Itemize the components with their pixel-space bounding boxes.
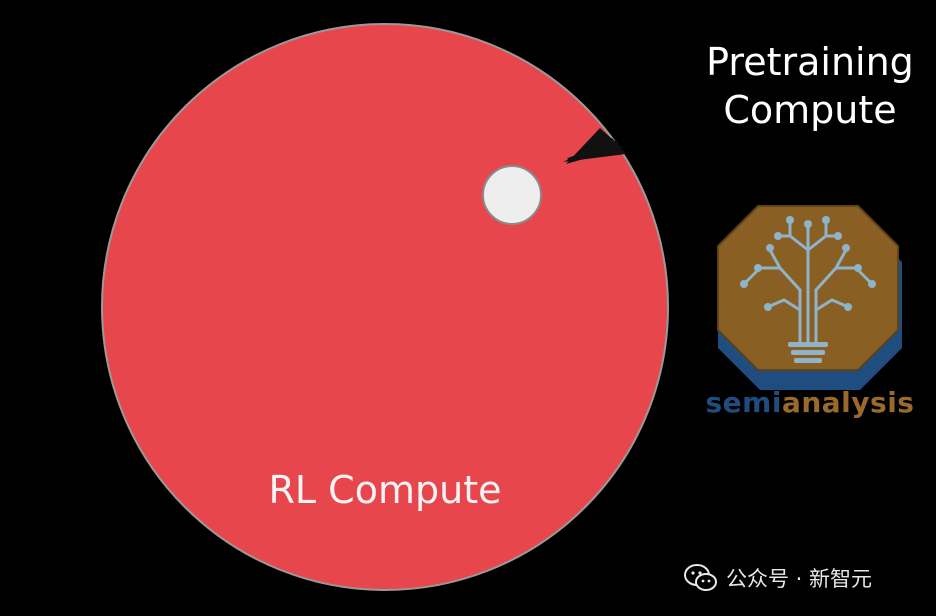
rl-compute-circle <box>101 23 669 591</box>
pretraining-compute-circle <box>482 165 542 225</box>
circuit-tree-icon <box>717 205 902 390</box>
wordmark-part-semi: semi <box>705 386 782 419</box>
semianalysis-wordmark: semianalysis <box>700 386 920 419</box>
wordmark-part-analysis: analysis <box>781 386 915 419</box>
watermark-text: 公众号 · 新智元 <box>726 567 873 591</box>
wechat-watermark: 公众号 · 新智元 <box>684 560 872 596</box>
rl-compute-label: RL Compute <box>268 468 502 512</box>
pretraining-label-line2: Compute <box>723 88 897 132</box>
pretraining-compute-label: Pretraining Compute <box>690 38 930 134</box>
wechat-icon <box>684 564 717 591</box>
arrow-icon <box>563 128 626 164</box>
pretraining-label-line1: Pretraining <box>706 40 914 84</box>
